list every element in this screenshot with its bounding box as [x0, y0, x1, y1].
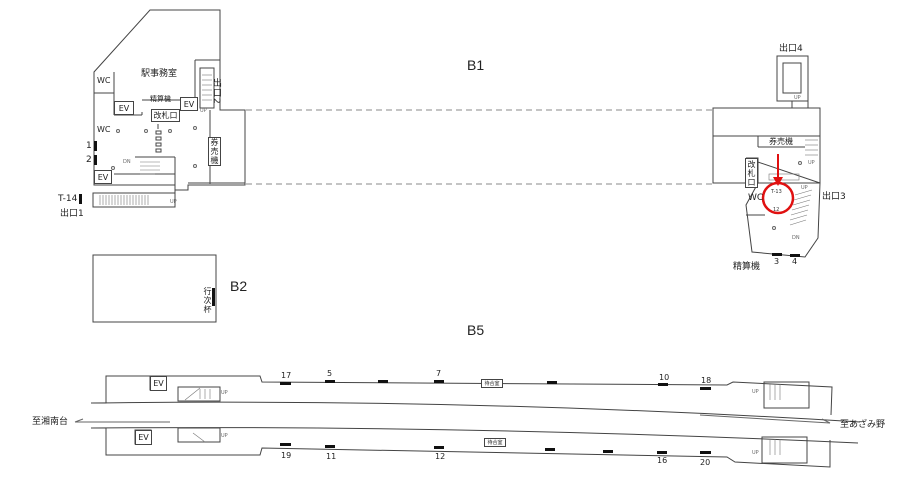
escalator-b1-west [99, 74, 212, 205]
direction-azamino: 至あざみ野 [840, 420, 886, 430]
pillars [111, 126, 197, 170]
exit3-label: 出口3 [822, 192, 846, 202]
exit2-label: 出口2 [211, 78, 221, 105]
board-number: 2 [86, 155, 92, 165]
up-label: UP [752, 450, 759, 456]
elevator: EV [150, 376, 167, 391]
board-number: 4 [792, 257, 798, 266]
board-number: 18 [701, 376, 712, 385]
b2-outline [92, 254, 217, 323]
board-number: 12 [773, 207, 780, 213]
dn-label: DN [792, 235, 800, 241]
board-number: 10 [659, 373, 670, 382]
up-label: UP [221, 390, 228, 396]
elevator: EV [94, 170, 112, 184]
board-number: 5 [327, 369, 333, 378]
floor-label-b2: B2 [230, 278, 248, 294]
up-label: UP [221, 433, 228, 439]
gate-lane [155, 124, 162, 153]
floor-label-b5: B5 [467, 322, 485, 338]
board-number: 20 [700, 458, 711, 467]
elevator: EV [180, 97, 198, 111]
b5-top-platform [91, 375, 833, 416]
board-number: 16 [657, 456, 668, 465]
track-arrow-east [699, 414, 831, 424]
elevator: EV [135, 430, 152, 445]
board-number: 3 [774, 257, 780, 266]
board-number: 1 [86, 141, 92, 151]
fare-adjust-label: 精算機 [150, 95, 171, 103]
waiting-room: 待合室 [481, 379, 503, 388]
board-number: 17 [281, 371, 292, 380]
board-number: T-14 [58, 194, 78, 204]
wc-label: WC [97, 76, 111, 85]
exit1-label: 出口1 [60, 209, 84, 219]
board-number: T-13 [771, 189, 782, 195]
b2-sign-label: 行次杯 [203, 287, 212, 314]
wc-label: WC [97, 125, 111, 134]
exit4-label: 出口4 [779, 44, 803, 54]
floor-label-b1: B1 [467, 57, 485, 73]
dn-label: DN [123, 159, 131, 165]
wc-label: WC [748, 193, 764, 203]
up-label: UP [801, 185, 808, 191]
direction-shonandai: 至湘南台 [32, 417, 69, 427]
elevator: EV [114, 101, 134, 115]
board-number: 7 [436, 369, 442, 378]
up-label: UP [170, 199, 177, 205]
board-markers [79, 141, 97, 204]
b1-west-outline [92, 9, 246, 208]
b5-board-markers [280, 380, 711, 454]
station-office-label: 駅事務室 [141, 69, 178, 79]
ticket-machine-label: 券売機 [208, 137, 221, 166]
ticket-machine-label: 券売機 [769, 137, 793, 146]
ticket-gate-label: 改札口 [745, 158, 758, 188]
waiting-room: 待合室 [484, 438, 506, 447]
ticket-gate-label: 改札口 [151, 109, 180, 122]
up-label: UP [808, 160, 815, 166]
up-label: UP [794, 95, 801, 101]
board-number: 19 [281, 451, 292, 460]
b5-bottom-platform [91, 427, 831, 468]
board-number: 11 [326, 452, 337, 461]
fare-adjust-label: 精算機 [733, 262, 761, 272]
b1-east-outline [712, 107, 821, 184]
board-number: 12 [435, 452, 446, 461]
up-label: UP [752, 389, 759, 395]
up-label: UP [200, 108, 207, 114]
